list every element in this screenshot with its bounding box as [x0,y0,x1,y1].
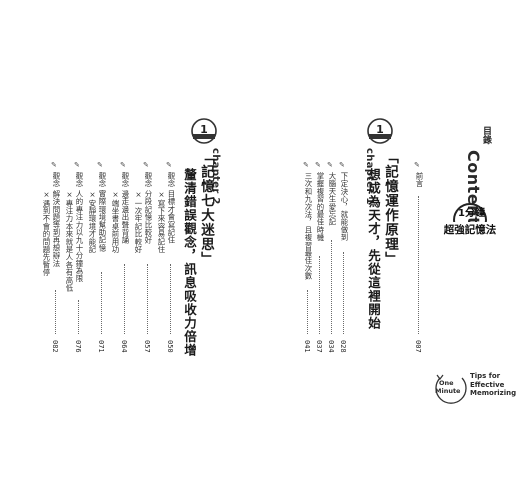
ch2-entry-line-a[interactable]: 實際環境幫助記憶 [98,190,107,252]
ch2-entry-tag: 觀念 [144,172,153,188]
ch2-entry-tag: 觀念 [75,172,84,188]
ch2-page: 076 [74,340,82,353]
ch2-entry-line-b[interactable]: ×安靜環境才能記 [88,190,97,254]
ch1-leader [307,290,308,334]
svg-text:1: 1 [200,123,208,136]
ch2-entry-line-b[interactable]: ×專注力本來就是人各有高低 [65,190,74,292]
ch1-entry-bullet-icon: ✎ [339,161,345,169]
tips-tagline: Tips for Effective Memorizing [470,372,516,398]
one-minute-mark: One Minute [432,372,468,406]
chapter-2-badge-icon: 1 [189,116,219,146]
ch2-entry-line-b[interactable]: ×遇到不會的問題先暫停 [42,190,51,277]
ch2-leader [124,264,125,334]
preface-title[interactable]: 前言 [415,172,424,187]
ch2-page: 071 [97,340,105,353]
ch2-page: 050 [166,340,174,353]
ch2-entry-bullet-icon: ✎ [143,161,149,169]
ch2-leader [147,264,148,334]
one-minute-line1: One [439,379,454,387]
chapter-2-label: chapter 2 [210,148,221,205]
ch1-entry-bullet-icon: ✎ [303,161,309,169]
chapter-1-title-line1: 「記憶運作原理」 [382,150,398,266]
chapter-2-title-line2: 釐清錯誤觀念，訊息吸收力倍增 [182,168,197,357]
ch2-leader [170,264,171,334]
tips-line3: Memorizing [470,389,517,397]
svg-text:1: 1 [376,123,384,136]
chapter-1-label: chapter 1 [364,148,375,205]
ch1-leader [319,256,320,334]
ch2-leader [78,300,79,334]
ch2-entry-tag: 觀念 [98,172,107,188]
ch1-page: 041 [303,340,311,353]
logo-bottom: 超強記憶法 [440,222,500,237]
ch2-page: 064 [120,340,128,353]
one-minute-line2: Minute [435,387,461,395]
ch2-entry-line-a[interactable]: 人的專注力以九十分鐘為限 [75,190,84,283]
ch2-entry-bullet-icon: ✎ [97,161,103,169]
preface-leader [418,196,419,334]
ch1-entry-1[interactable]: 下定決心，就能做到 [340,172,349,242]
ch2-entry-bullet-icon: ✎ [120,161,126,169]
preface-bullet-icon: ✎ [414,161,420,169]
book-logo: 1分鐘 超強記憶法 [440,199,500,245]
ch2-entry-line-b[interactable]: ×寫下來容易記住 [157,190,166,254]
ch2-entry-bullet-icon: ✎ [166,161,172,169]
ch1-entry-bullet-icon: ✎ [327,161,333,169]
ch2-entry-line-a[interactable]: 邊走邊出聲背誦 [121,190,130,244]
ch1-entry-3[interactable]: 掌握複習的最佳時機 [316,172,325,242]
logo-top: 1分鐘 [458,208,485,219]
toc-label: 目錄 [481,126,491,144]
tips-line2: Effective [470,380,505,389]
ch2-entry-tag: 觀念 [52,172,61,188]
ch1-page: 034 [327,340,335,353]
preface-page: 007 [414,340,422,353]
ch2-entry-bullet-icon: ✎ [74,161,80,169]
ch2-entry-line-a[interactable]: 解決問題等到再想辦法 [52,190,61,267]
ch2-entry-line-a[interactable]: 分段記憶比較好 [144,190,153,244]
ch2-leader [101,272,102,334]
contents-heading: Contents [464,150,483,236]
tips-line1: Tips for [470,372,501,380]
ch2-entry-line-a[interactable]: 目標才會寫記住 [167,190,176,244]
ch1-leader [343,252,344,334]
ch1-page: 037 [315,340,323,353]
ch2-page: 082 [51,340,59,353]
ch2-entry-tag: 觀念 [167,172,176,188]
ch2-entry-bullet-icon: ✎ [51,161,57,169]
chapter-1-badge-icon: 1 [365,116,395,146]
ch2-entry-tag: 觀念 [121,172,130,188]
chapter-1-title-line2: 想成為天才，先從這裡開始 [366,168,381,330]
ch2-entry-line-b[interactable]: ×一次牢記比較好 [134,190,143,254]
chapter-2-title-line1: 「記憶七大迷思」 [198,150,214,266]
ch1-entry-bullet-icon: ✎ [315,161,321,169]
ch2-leader [55,290,56,334]
ch2-entry-line-b[interactable]: ×端坐書桌前用功 [111,190,120,254]
ch1-page: 028 [339,340,347,353]
ch1-leader [331,240,332,334]
ch1-entry-2[interactable]: 大腦天生愛忘記 [328,172,337,226]
ch2-page: 057 [143,340,151,353]
ch1-entry-4[interactable]: 三次和九次法，且複習最佳次數 [304,172,313,280]
